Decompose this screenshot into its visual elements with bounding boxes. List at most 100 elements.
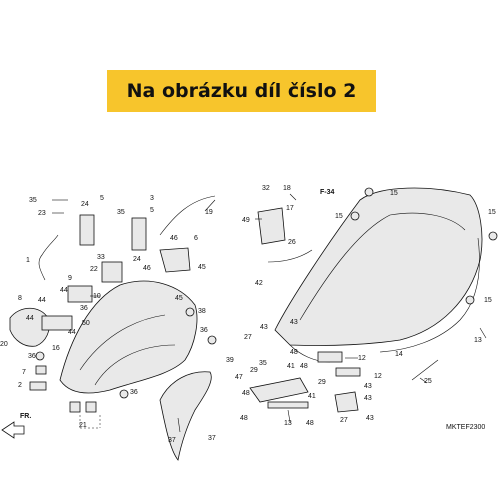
callout-5: 5 bbox=[100, 195, 104, 202]
callout-32: 32 bbox=[262, 185, 270, 192]
callout-50: 50 bbox=[82, 320, 90, 327]
latch-assembly bbox=[257, 207, 286, 245]
grommet-16-b bbox=[350, 211, 360, 221]
callout-3: 3 bbox=[150, 195, 154, 202]
callout-21: 21 bbox=[79, 422, 87, 429]
bracket-31 bbox=[249, 377, 309, 403]
callout-16b: 15 bbox=[335, 213, 343, 220]
callout-6: 6 bbox=[194, 235, 198, 242]
seat-part bbox=[274, 187, 483, 363]
callout-35c: 35 bbox=[259, 360, 267, 367]
callout-19: 18 bbox=[283, 185, 291, 192]
grommet-16-c bbox=[488, 231, 498, 241]
callout-31: 29 bbox=[250, 367, 258, 374]
callout-44e: 43 bbox=[366, 415, 374, 422]
bolt-36-b bbox=[119, 389, 129, 399]
callout-18: 17 bbox=[286, 205, 294, 212]
callout-26b: 24 bbox=[133, 256, 141, 263]
callout-43b: 41 bbox=[308, 393, 316, 400]
rod-12 bbox=[267, 401, 309, 409]
rear-fender bbox=[159, 371, 212, 461]
stay-28 bbox=[411, 359, 439, 381]
collar-2 bbox=[29, 381, 47, 391]
bolt-38 bbox=[185, 307, 195, 317]
callout-36c: 36 bbox=[200, 327, 208, 334]
part-26-left bbox=[79, 214, 95, 246]
section-ref-f34: F-34 bbox=[320, 189, 335, 196]
callout-36: 36 bbox=[28, 353, 36, 360]
callout-28: 25 bbox=[424, 378, 432, 385]
callout-49: 49 bbox=[242, 217, 250, 224]
callout-44d: 43 bbox=[364, 395, 372, 402]
callout-48: 48 bbox=[300, 363, 308, 370]
callout-24: 22 bbox=[90, 266, 98, 273]
callout-9: 8 bbox=[18, 295, 22, 302]
callout-43: 41 bbox=[287, 363, 295, 370]
bracket-15-upper bbox=[317, 351, 343, 363]
callout-12: 13 bbox=[284, 420, 292, 427]
callout-39: 39 bbox=[226, 357, 234, 364]
callout-36b: 36 bbox=[80, 305, 88, 312]
part-24 bbox=[101, 261, 123, 283]
callout-16: 15 bbox=[390, 190, 398, 197]
callout-42: 42 bbox=[255, 280, 263, 287]
part-47 bbox=[159, 247, 191, 273]
callout-17: 16 bbox=[52, 345, 60, 352]
callout-26: 24 bbox=[81, 201, 89, 208]
callout-44c: 43 bbox=[364, 383, 372, 390]
callout-14: 13 bbox=[474, 337, 482, 344]
callout-45: 47 bbox=[235, 374, 243, 381]
callout-13: 14 bbox=[395, 351, 403, 358]
callout-22: 20 bbox=[0, 341, 8, 348]
callout-33: 33 bbox=[97, 254, 105, 261]
callout-16d: 15 bbox=[484, 297, 492, 304]
part-number-banner: Na obrázku díl číslo 2 bbox=[107, 70, 376, 112]
cable-29 bbox=[267, 249, 313, 263]
rear-frame-body bbox=[59, 280, 198, 394]
callout-38: 38 bbox=[198, 308, 206, 315]
callout-36d: 36 bbox=[130, 389, 138, 396]
seat-trim-strip bbox=[379, 237, 480, 353]
clip-23-b bbox=[85, 401, 97, 413]
diagram-reference-code: MKTEF2300 bbox=[446, 424, 486, 431]
callout-44: 43 bbox=[260, 324, 268, 331]
bolt-36-c bbox=[207, 335, 217, 345]
cable-20 bbox=[159, 195, 216, 236]
callout-27: 27 bbox=[244, 334, 252, 341]
front-label: FR. bbox=[20, 413, 31, 420]
callout-47b: 46 bbox=[143, 265, 151, 272]
part-40 bbox=[41, 315, 73, 331]
banner-text: Na obrázku díl číslo 2 bbox=[126, 80, 357, 102]
callout-35: 35 bbox=[29, 197, 37, 204]
callout-40c: 44 bbox=[26, 315, 34, 322]
cable-1 bbox=[38, 234, 59, 281]
callout-5b: 5 bbox=[150, 207, 154, 214]
callout-8: 9 bbox=[68, 275, 72, 282]
callout-40d: 44 bbox=[68, 329, 76, 336]
side-cover bbox=[9, 307, 50, 347]
callout-37: 37 bbox=[168, 437, 176, 444]
callout-25: 23 bbox=[38, 210, 46, 217]
grommet-16-d bbox=[465, 295, 475, 305]
front-arrow: FR. bbox=[1, 413, 31, 439]
grommet-16-a bbox=[364, 187, 374, 197]
callout-labels: 35 23 1 8 20 36 7 2 24 5 35 3 5 19 46 6 … bbox=[0, 185, 496, 444]
callout-46: 48 bbox=[290, 349, 298, 356]
callout-48c: 48 bbox=[240, 415, 248, 422]
callout-16c: 15 bbox=[488, 209, 496, 216]
callout-1: 1 bbox=[26, 257, 30, 264]
callout-2: 2 bbox=[18, 382, 22, 389]
callout-40: 44 bbox=[60, 287, 68, 294]
clip-23-a bbox=[69, 401, 81, 413]
callout-31b: 29 bbox=[318, 379, 326, 386]
callout-37b: 37 bbox=[208, 435, 216, 442]
callout-41: 45 bbox=[198, 264, 206, 271]
callout-35b: 35 bbox=[117, 209, 125, 216]
damper-27 bbox=[334, 391, 359, 413]
callout-29: 26 bbox=[288, 239, 296, 246]
bracket-15-lower bbox=[335, 367, 361, 377]
callout-15: 12 bbox=[358, 355, 366, 362]
part-10 bbox=[67, 285, 93, 303]
callout-10: 10 bbox=[93, 293, 101, 300]
